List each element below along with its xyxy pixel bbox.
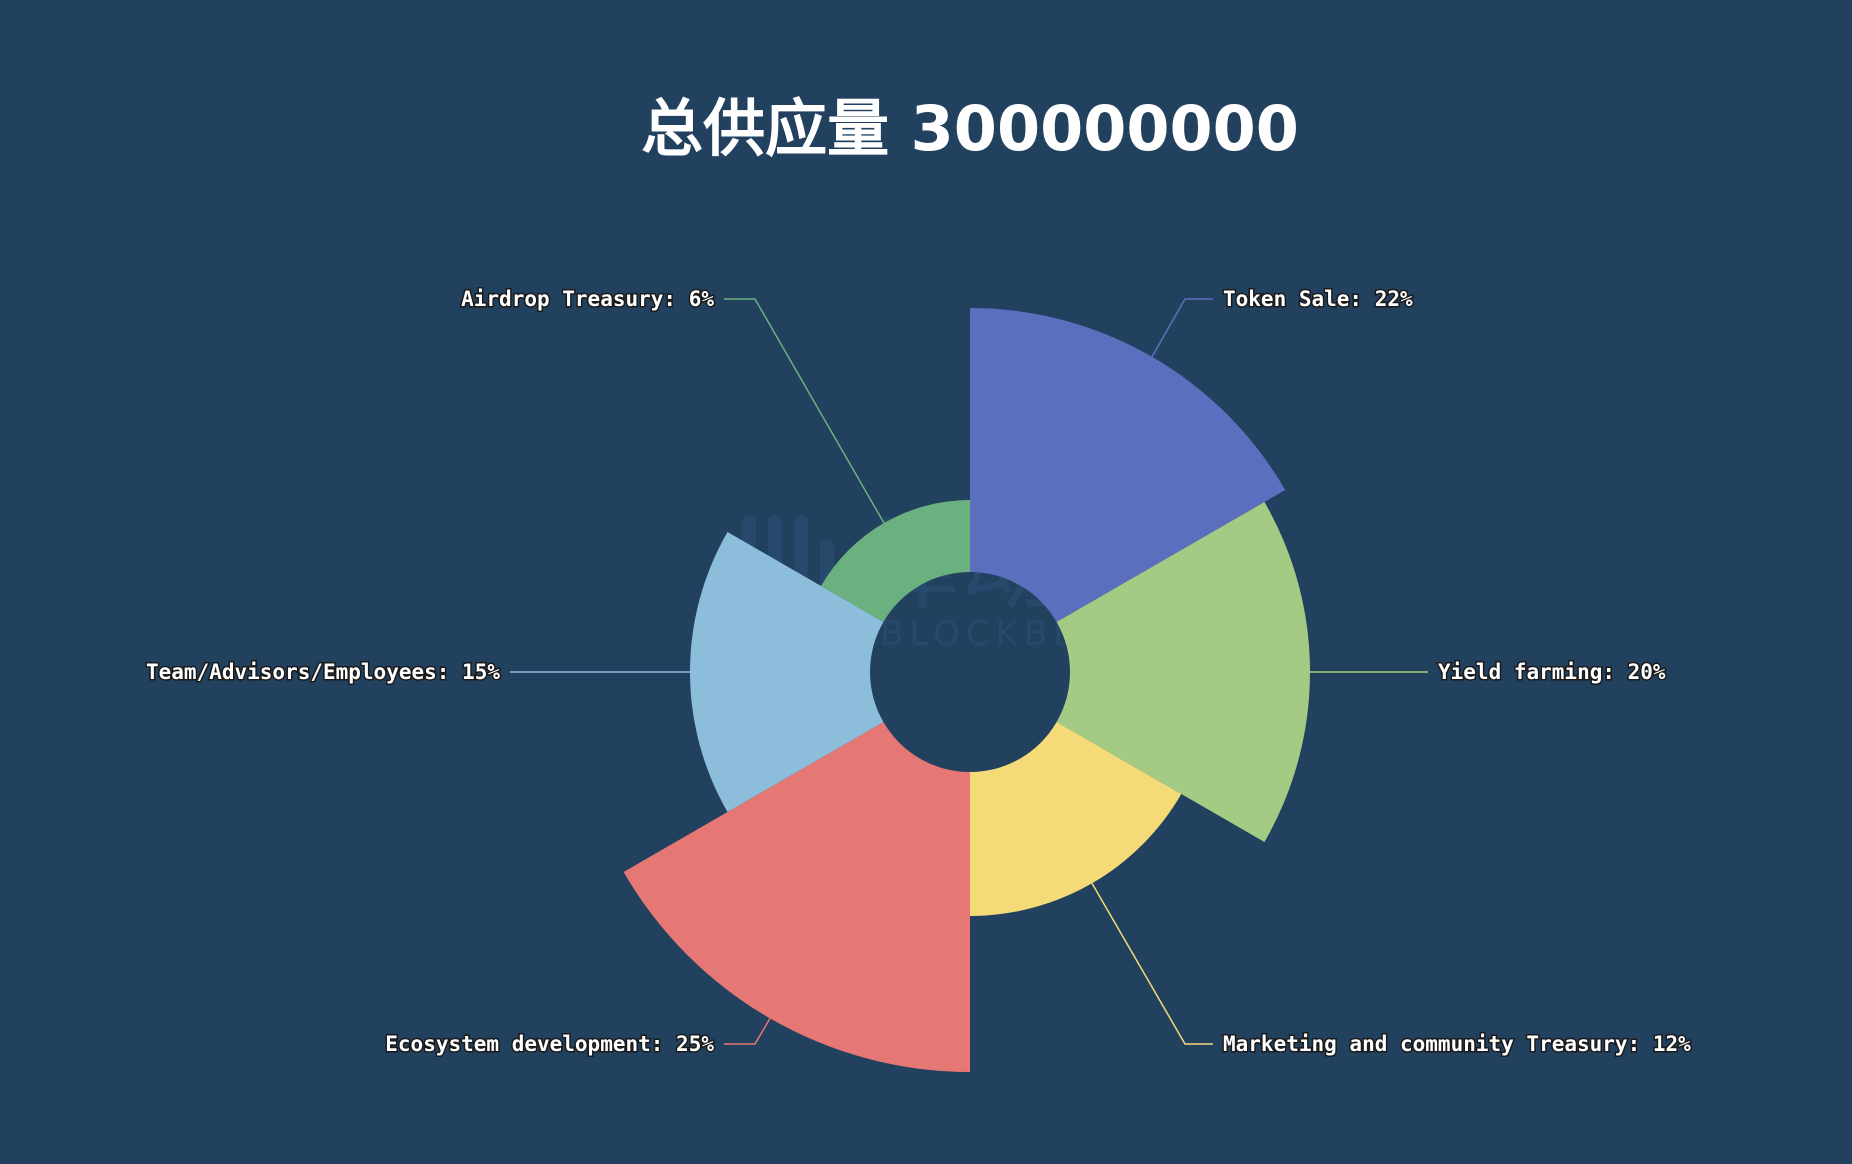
label-line <box>1151 298 1213 358</box>
slice-label: Ecosystem development: 25% <box>385 1032 714 1056</box>
slice-team-advisors-employees[interactable] <box>690 532 884 812</box>
slice-label: Team/Advisors/Employees: 15% <box>146 660 500 684</box>
label-line <box>724 298 885 524</box>
label-line <box>724 1018 771 1045</box>
slice-airdrop-treasury[interactable] <box>821 500 970 622</box>
slice-label: Airdrop Treasury: 6% <box>461 287 714 311</box>
slice-label: Token Sale: 22% <box>1223 287 1413 311</box>
slice-label: Yield farming: 20% <box>1438 660 1666 684</box>
chart-title: 总供应量 300000000 <box>641 92 1299 165</box>
slice-marketing-and-community-treasury[interactable] <box>970 722 1182 916</box>
label-line <box>1091 882 1213 1045</box>
slice-ecosystem-development[interactable] <box>623 722 970 1072</box>
slice-yield-farming[interactable] <box>1056 502 1310 842</box>
slice-token-sale[interactable] <box>970 308 1286 622</box>
slice-label: Marketing and community Treasury: 12% <box>1223 1032 1691 1056</box>
